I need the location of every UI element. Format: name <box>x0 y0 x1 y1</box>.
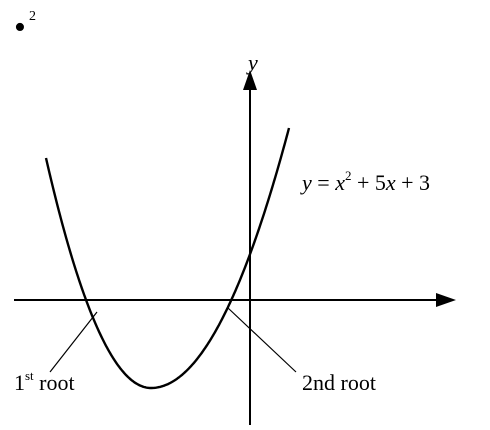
root1-number: 1 <box>14 370 25 395</box>
root1-leader-line <box>49 311 98 373</box>
equation-eq: = <box>312 170 335 195</box>
root1-suffix: st <box>25 368 34 383</box>
root1-label: 1st root <box>14 368 75 395</box>
equation-exponent: 2 <box>345 168 352 183</box>
root2-leader-line <box>227 307 297 373</box>
equation-lhs: y <box>300 170 312 195</box>
parabola-curve <box>44 127 291 390</box>
equation-x2: x <box>385 170 396 195</box>
question-marker: • <box>14 9 26 46</box>
equation-rest2: + 3 <box>396 170 430 195</box>
root2-label: 2nd root <box>302 370 376 395</box>
question-marker-sup: 2 <box>29 9 36 24</box>
y-axis-label: y <box>246 50 258 75</box>
equation-rest1: + 5 <box>351 170 385 195</box>
y-axis-arrowhead <box>243 70 257 90</box>
x-axis-arrowhead <box>436 293 456 307</box>
curve-equation: y = x2 + 5x + 3 <box>300 168 430 195</box>
equation-x: x <box>334 170 345 195</box>
root1-word: root <box>34 370 75 395</box>
